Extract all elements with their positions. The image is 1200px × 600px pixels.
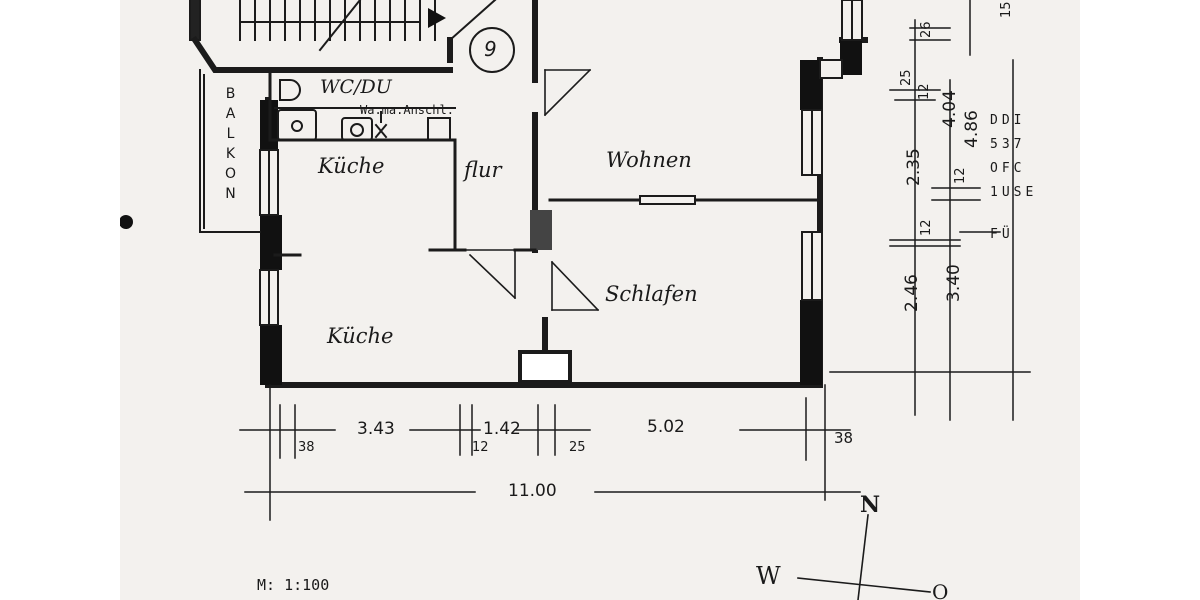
dimension-340: 3.40 bbox=[944, 264, 964, 302]
room-label-washing-machine: Wa.ma.Anschl. bbox=[360, 103, 454, 117]
unit-number-circle bbox=[469, 27, 515, 73]
dimension-top-edge: 15 bbox=[999, 1, 1014, 18]
stairwell bbox=[189, 0, 497, 52]
balkon-letter: A bbox=[225, 106, 236, 122]
dimension-235: 2.35 bbox=[904, 148, 924, 186]
room-label-balkon: B A L K O N bbox=[225, 84, 236, 204]
right-dimension-lines bbox=[829, 0, 1031, 421]
room-label-kueche: Küche bbox=[327, 324, 394, 348]
room-label-wohnen: Wohnen bbox=[606, 148, 692, 172]
legend-fragment-line: OFC bbox=[990, 161, 1026, 176]
dimension-502: 5.02 bbox=[647, 417, 685, 437]
room-label-schlafen: Schlafen bbox=[605, 282, 698, 306]
compass-west: W bbox=[756, 562, 781, 590]
doors bbox=[464, 68, 600, 312]
balkon-letter: K bbox=[225, 146, 236, 162]
bottom-dimension-lines bbox=[239, 384, 861, 521]
dimension-12: 12 bbox=[472, 440, 489, 455]
room-label-flur: flur bbox=[464, 158, 502, 182]
punch-hole bbox=[120, 215, 133, 229]
chimney bbox=[518, 350, 572, 384]
room-label-kueche-upper: Küche bbox=[318, 154, 385, 178]
legend-fragment-line: FÜ bbox=[990, 227, 1014, 242]
legend-fragment-line: 537 bbox=[990, 137, 1026, 152]
unit-number: 9 bbox=[484, 37, 497, 61]
balkon-letter: O bbox=[225, 166, 237, 182]
floor-plan-sheet: 9 WC/DU Wa.ma.Anschl. Küche flur Wohnen … bbox=[120, 0, 1080, 600]
dimension-246: 2.46 bbox=[902, 274, 922, 312]
balkon-letter: N bbox=[225, 186, 236, 202]
walls bbox=[190, 0, 868, 388]
windows bbox=[259, 0, 863, 326]
dimension-38-right: 38 bbox=[834, 429, 854, 447]
dimension-12-b: 12 bbox=[953, 167, 968, 184]
dimension-38-left: 38 bbox=[298, 440, 315, 455]
dimension-25: 25 bbox=[569, 440, 586, 455]
dimension-26: 26 bbox=[919, 21, 934, 38]
dimension-total-width: 11.00 bbox=[508, 481, 557, 501]
balcony bbox=[199, 69, 261, 233]
dimension-25-right: 25 bbox=[899, 69, 914, 86]
dimension-404: 4.04 bbox=[940, 90, 960, 128]
floor-plan-drawing bbox=[120, 0, 1031, 600]
dimension-486: 4.86 bbox=[962, 110, 982, 148]
balkon-letter: B bbox=[225, 86, 236, 102]
compass-north: N bbox=[860, 492, 881, 518]
dimension-142: 1.42 bbox=[483, 419, 521, 439]
compass-east: O bbox=[932, 580, 949, 600]
scale-label: M: 1:100 bbox=[257, 576, 330, 594]
legend-fragment-line: 1USE bbox=[990, 185, 1038, 200]
dimension-12-c: 12 bbox=[919, 219, 934, 236]
legend-fragment-line: DDI bbox=[990, 113, 1026, 128]
dimension-343: 3.43 bbox=[357, 419, 395, 439]
room-label-wc-du: WC/DU bbox=[320, 76, 392, 98]
compass-rose bbox=[797, 514, 931, 600]
bathroom-fixtures bbox=[274, 79, 456, 141]
dimension-12-a: 12 bbox=[917, 83, 932, 100]
balkon-letter: L bbox=[226, 126, 235, 142]
